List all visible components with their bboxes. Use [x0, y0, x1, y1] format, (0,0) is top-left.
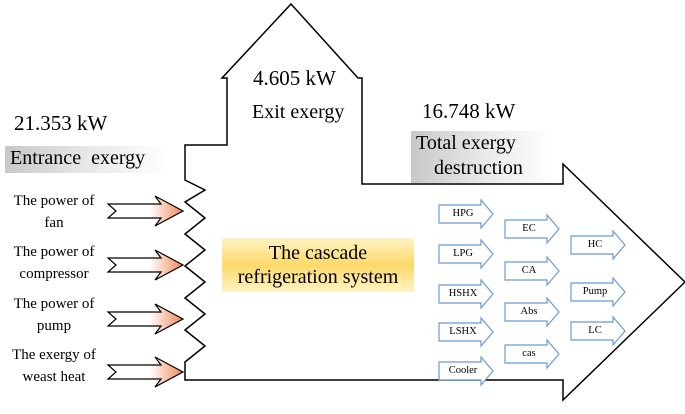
destruction-label-bg	[411, 131, 553, 183]
input-label-pump-line1: The power of	[13, 296, 95, 312]
component-arrow-lpg	[438, 238, 494, 270]
component-label-hpg: HPG	[452, 208, 474, 219]
component-arrow-ca	[504, 255, 560, 287]
exit-exergy-value: 4.605 kW	[253, 66, 336, 90]
input-label-fan-line2: fan	[44, 215, 64, 231]
input-arrow-waste-heat	[106, 356, 185, 388]
input-label-pump-line2: pump	[36, 318, 72, 334]
input-label-waste-heat: The exergy of weast heat	[0, 344, 108, 388]
component-arrow-cooler	[438, 355, 494, 387]
component-label-lc: LC	[588, 325, 602, 336]
input-label-pump: The power of pump	[0, 293, 108, 337]
component-arrow-cas	[504, 338, 560, 370]
component-arrow-abs	[504, 296, 560, 328]
component-label-ca: CA	[521, 265, 537, 276]
input-label-compressor-line2: compressor	[19, 266, 89, 282]
component-label-pump: Pump	[582, 286, 608, 297]
component-arrow-lc	[570, 315, 626, 347]
system-label-line1: The cascade	[268, 242, 368, 264]
entrance-label-bg	[5, 146, 170, 173]
input-label-fan: The power of fan	[0, 190, 108, 234]
component-label-ec: EC	[522, 223, 536, 234]
system-highlight	[222, 238, 414, 292]
component-arrow-lshx	[438, 316, 494, 348]
destruction-label-line1: Total exergy	[416, 132, 516, 154]
input-arrow-compressor	[106, 249, 185, 281]
input-label-fan-line1: The power of	[13, 193, 95, 209]
system-label: The cascade refrigeration system	[222, 238, 414, 292]
input-arrow-fan	[106, 195, 185, 227]
component-label-lpg: LPG	[453, 248, 473, 259]
component-arrow-hc	[570, 229, 626, 261]
input-label-waste-heat-line1: The exergy of	[12, 347, 96, 363]
component-arrow-pump	[570, 276, 626, 308]
entrance-exergy-label: Entrance exergy	[10, 147, 146, 169]
component-label-hshx: HSHX	[448, 288, 478, 299]
component-arrow-ec	[504, 213, 560, 245]
component-arrow-hpg	[438, 198, 494, 230]
destruction-exergy-value: 16.748 kW	[422, 99, 516, 123]
input-label-compressor-line1: The power of	[13, 244, 95, 260]
component-label-cas: cas	[522, 348, 536, 359]
input-label-compressor: The power of compressor	[0, 241, 108, 285]
destruction-label-line2: destruction	[434, 157, 523, 179]
component-label-cooler: Cooler	[448, 365, 478, 376]
entrance-exergy-value: 21.353 kW	[14, 111, 108, 135]
component-arrow-hshx	[438, 278, 494, 310]
exit-exergy-label: Exit exergy	[252, 101, 345, 123]
input-arrow-pump	[106, 303, 185, 335]
component-label-hc: HC	[587, 239, 603, 250]
system-label-line2: refrigeration system	[237, 266, 399, 288]
component-label-lshx: LSHX	[449, 326, 477, 337]
input-label-waste-heat-line2: weast heat	[22, 369, 86, 385]
exergy-flow-outline	[183, 2, 685, 402]
component-label-abs: Abs	[520, 306, 538, 317]
